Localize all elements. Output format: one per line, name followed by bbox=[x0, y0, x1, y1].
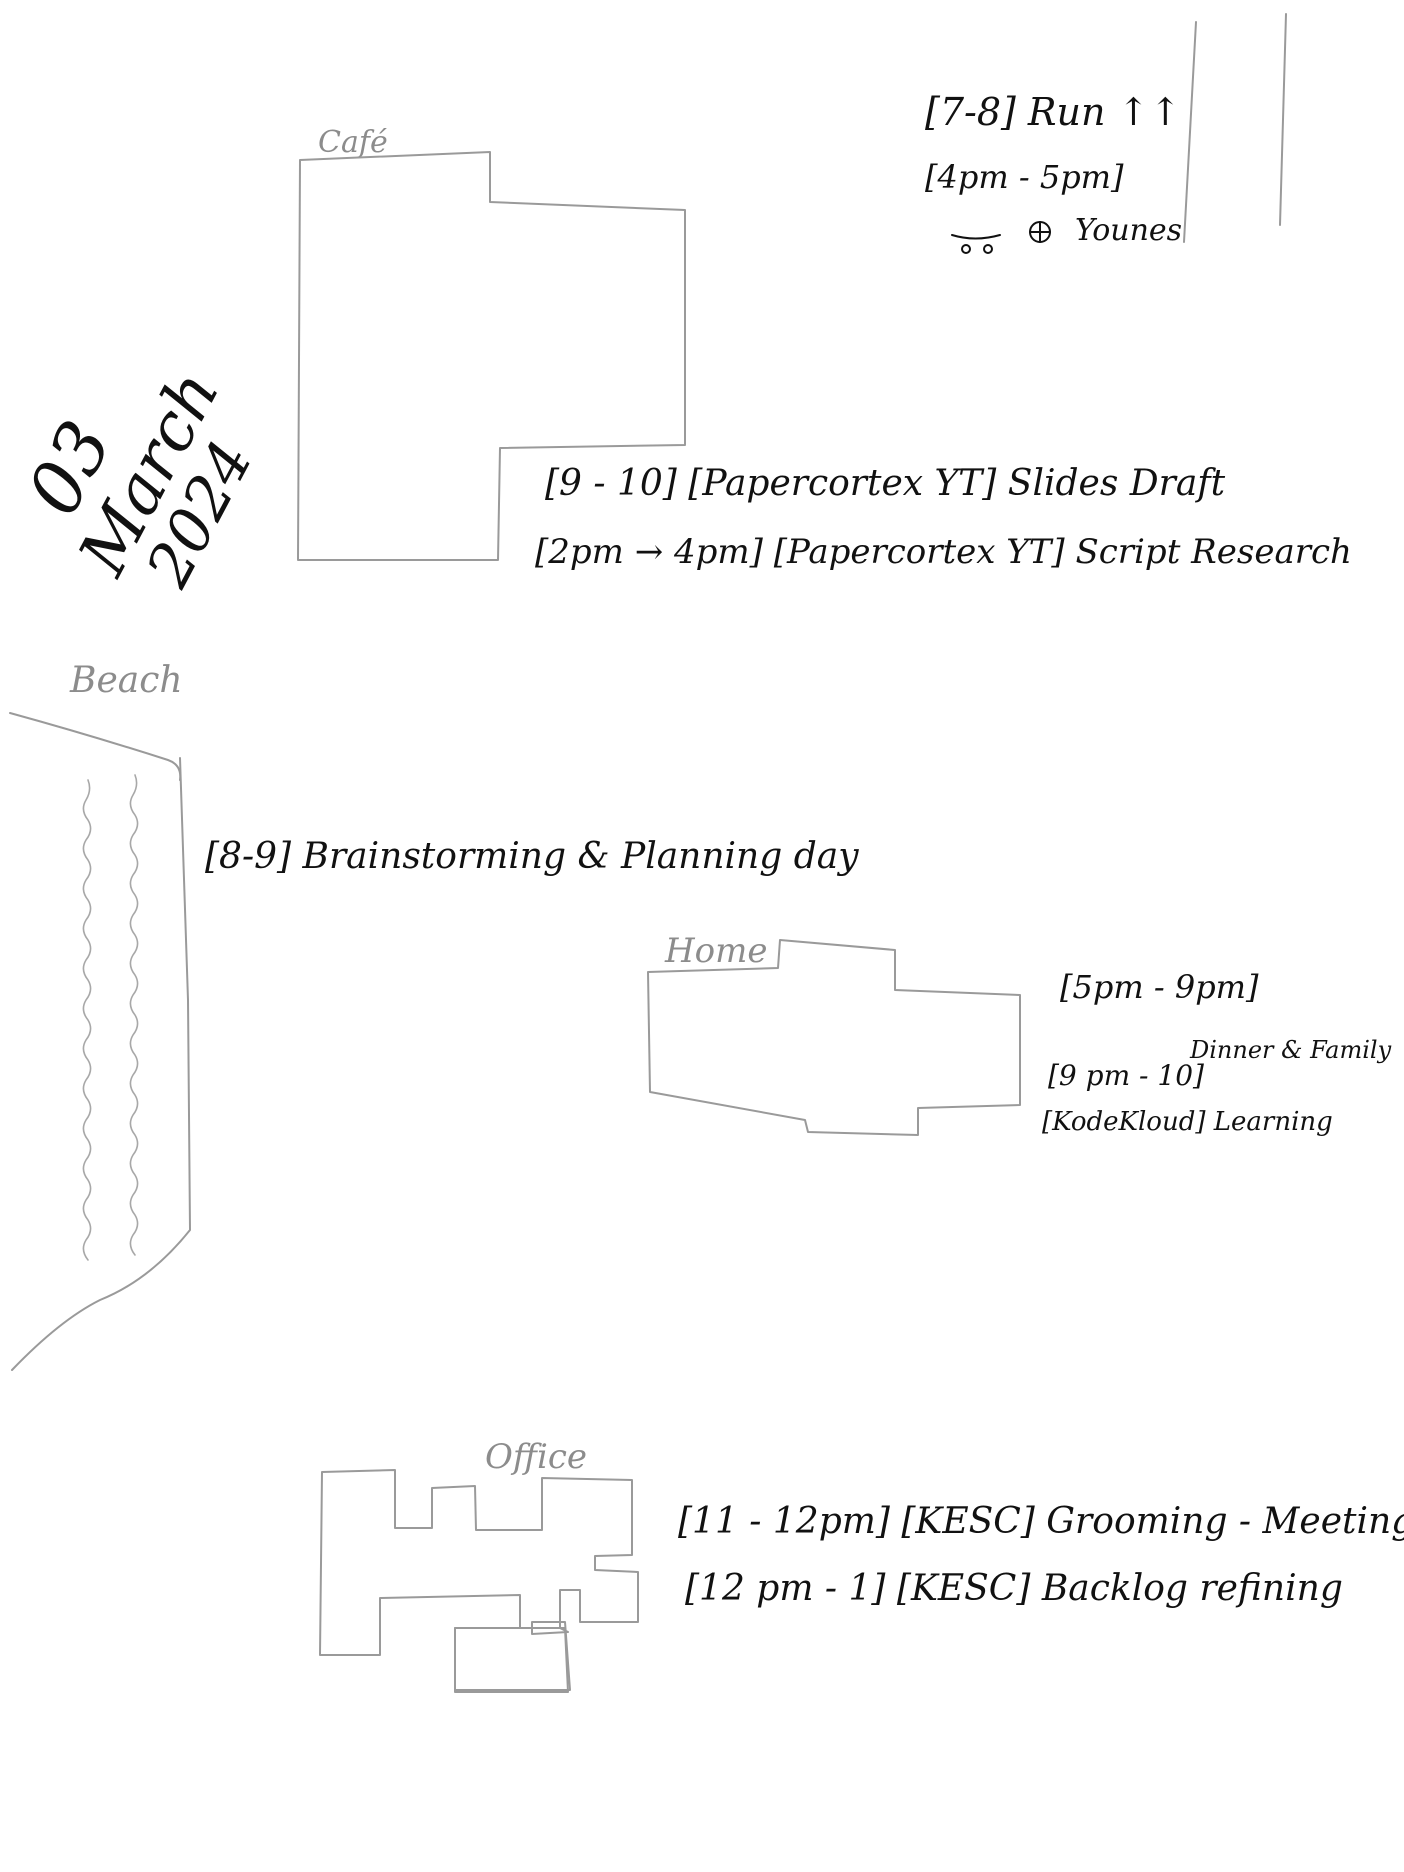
learning-label: [KodeKloud] Learning bbox=[1042, 1107, 1333, 1137]
dinner-label: Dinner & Family bbox=[1189, 1036, 1392, 1064]
place-label-office: Office bbox=[485, 1437, 587, 1477]
office-task-2: [12 pm - 1] [KESC] Backlog refining bbox=[685, 1568, 1343, 1609]
home-building-outline bbox=[647, 939, 1021, 1136]
top-right-block: [7-8] Run ↑↑ [4pm - 5pm] Younes bbox=[925, 13, 1287, 254]
office-task-1: [11 - 12pm] [KESC] Grooming - Meeting bbox=[678, 1501, 1404, 1542]
beach-shape bbox=[9, 712, 191, 1371]
run-entry: [7-8] Run ↑↑ bbox=[925, 90, 1181, 134]
skate-time: [4pm - 5pm] bbox=[925, 158, 1124, 196]
dinner-time: [5pm - 9pm] bbox=[1060, 968, 1259, 1006]
place-label-cafe: Café bbox=[318, 125, 388, 160]
skate-note: Younes bbox=[1075, 213, 1182, 248]
beach-shoreline bbox=[9, 712, 182, 781]
cafe-tasks: [9 - 10] [Papercortex YT] Slides Draft [… bbox=[535, 463, 1352, 572]
skateboard-icon bbox=[951, 234, 1001, 254]
ball-icon bbox=[1029, 221, 1051, 243]
beach-wave-2 bbox=[129, 774, 139, 1256]
beach-task: [8-9] Brainstorming & Planning day bbox=[205, 836, 859, 877]
cafe-task-1: [9 - 10] [Papercortex YT] Slides Draft bbox=[545, 463, 1226, 504]
beach-wave-1 bbox=[82, 779, 92, 1261]
cafe-task-2: [2pm → 4pm] [Papercortex YT] Script Rese… bbox=[535, 532, 1352, 572]
beach-edge bbox=[11, 757, 191, 1371]
office-building-annex bbox=[454, 1627, 569, 1693]
road-line-left bbox=[1183, 21, 1197, 243]
date-block: 03 March 2024 bbox=[11, 358, 267, 598]
place-label-beach: Beach bbox=[69, 660, 183, 701]
cafe-building-outline bbox=[297, 151, 686, 561]
place-label-home: Home bbox=[664, 931, 767, 971]
learning-time: [9 pm - 10] bbox=[1048, 1059, 1204, 1092]
office-building-outline bbox=[319, 1469, 639, 1691]
road-line-right bbox=[1279, 13, 1287, 226]
home-tasks: [5pm - 9pm] Dinner & Family [9 pm - 10] … bbox=[1042, 968, 1392, 1137]
office-tasks: [11 - 12pm] [KESC] Grooming - Meeting [1… bbox=[678, 1501, 1404, 1609]
